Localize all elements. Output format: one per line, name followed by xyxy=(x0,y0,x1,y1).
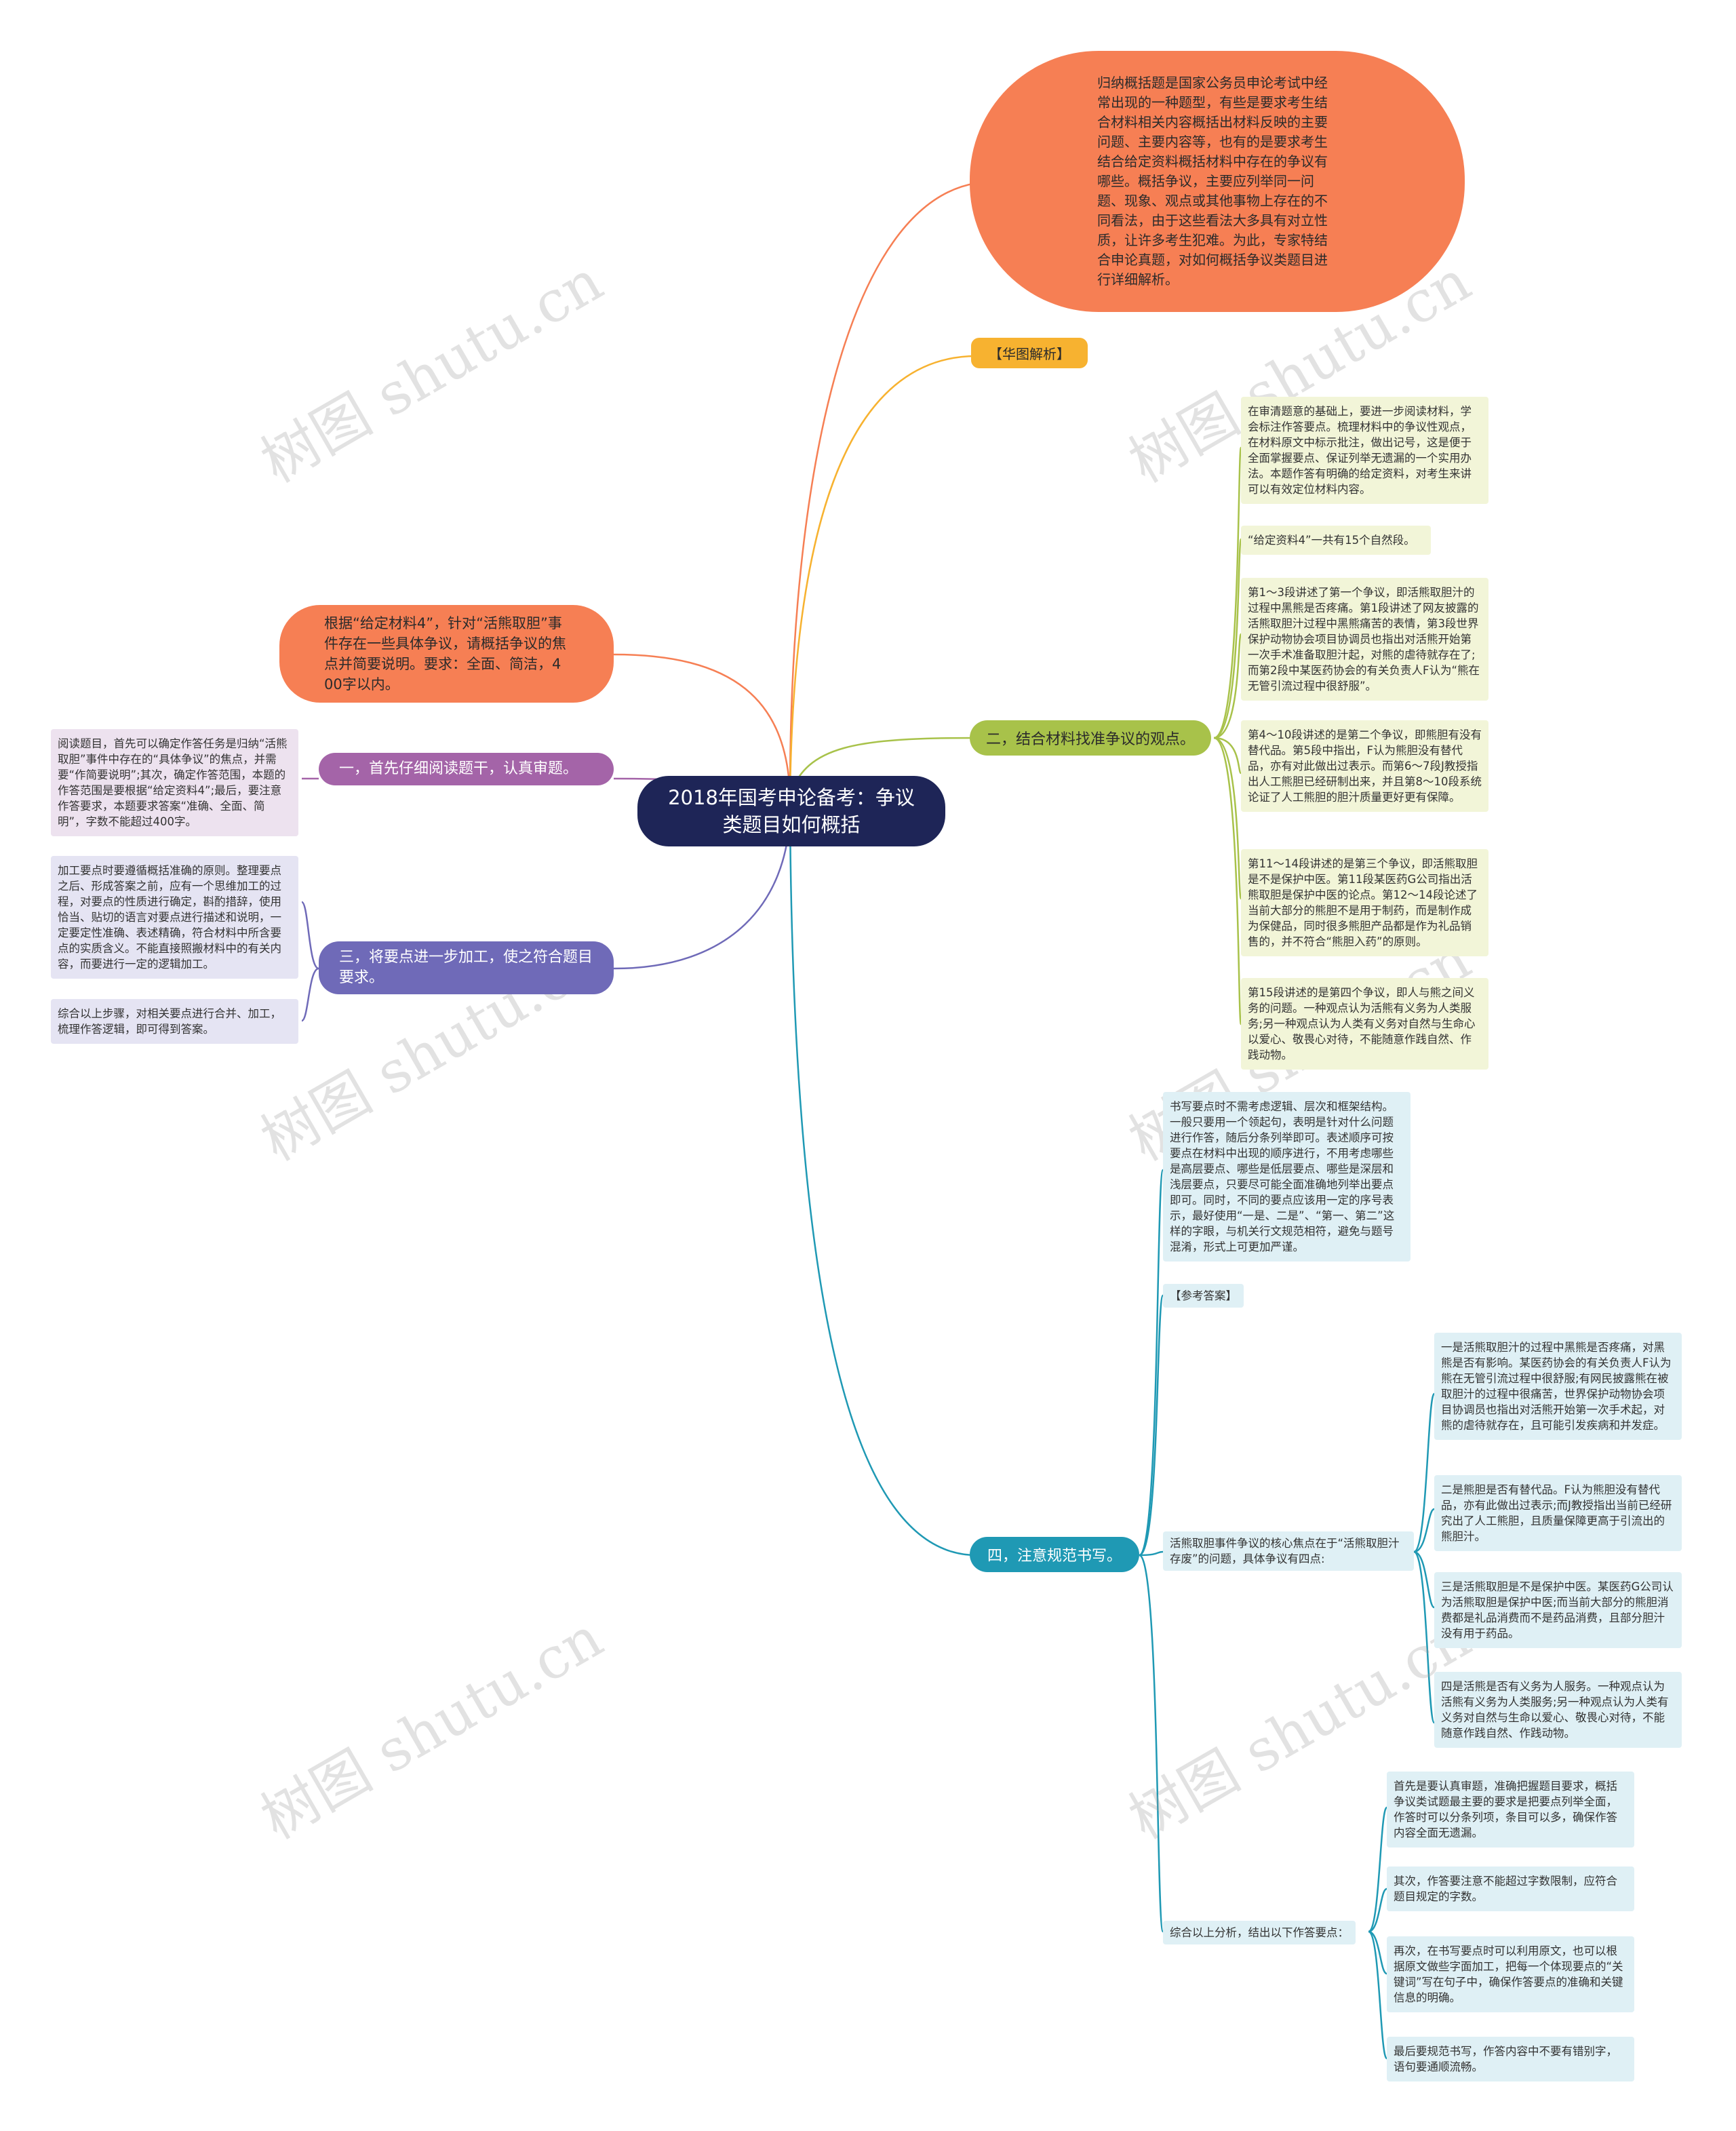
root-topic[interactable]: 2018年国考申论备考：争议类题目如何概括 xyxy=(637,776,945,846)
step3-leaf[interactable]: 加工要点时要遵循概括准确的原则。整理要点之后、形成答案之前，应有一个思维加工的过… xyxy=(51,856,298,979)
answer-point[interactable]: 二是熊胆是否有替代品。F认为熊胆没有替代品，亦有此做出过表示;而J教授指出当前已… xyxy=(1434,1475,1682,1551)
tip-item[interactable]: 首先是要认真审题，准确把握题目要求，概括争议类试题最主要的要求是把要点列举全面，… xyxy=(1387,1772,1634,1847)
reference-answer-label[interactable]: 【参考答案】 xyxy=(1163,1284,1244,1308)
answer-point[interactable]: 一是活熊取胆汁的过程中黑熊是否疼痛，对黑熊是否有影响。某医药协会的有关负责人F认… xyxy=(1434,1333,1682,1440)
question-node[interactable]: 根据“给定材料4”，针对“活熊取胆”事件存在一些具体争议，请概括争议的焦点并简要… xyxy=(279,605,614,703)
step2-leaf[interactable]: 第4～10段讲述的是第二个争议，即熊胆有没有替代品。第5段中指出，F认为熊胆没有… xyxy=(1241,720,1488,812)
core-focus-label[interactable]: 活熊取胆事件争议的核心焦点在于“活熊取胆汁存废”的问题，具体争议有四点: xyxy=(1163,1531,1414,1571)
link-intro xyxy=(789,182,977,796)
step2-leaf[interactable]: “给定资料4”一共有15个自然段。 xyxy=(1241,526,1431,555)
tip-item[interactable]: 最后要规范书写，作答内容中不要有错别字，语句要通顺流畅。 xyxy=(1387,2037,1634,2081)
link-step3 xyxy=(613,813,791,970)
link-question xyxy=(613,653,791,796)
step2-leaf[interactable]: 第1～3段讲述了第一个争议，即活熊取胆汁的过程中黑熊是否疼痛。第1段讲述了网友披… xyxy=(1241,578,1488,701)
step1-leaf[interactable]: 阅读题目，首先可以确定作答任务是归纳“活熊取胆”事件中存在的“具体争议”的焦点，… xyxy=(51,729,298,836)
step2-leaf[interactable]: 第15段讲述的是第四个争议，即人与熊之间义务的问题。一种观点认为活熊有义务为人类… xyxy=(1241,978,1488,1070)
writing-rule[interactable]: 书写要点时不需考虑逻辑、层次和框架结构。一般只要用一个领起句，表明是针对什么问题… xyxy=(1163,1092,1410,1262)
step4-topic[interactable]: 四，注意规范书写。 xyxy=(970,1537,1140,1572)
intro-text: 归纳概括题是国家公务员申论考试中经常出现的一种题型，有些是要求考生结合材料相关内… xyxy=(1097,75,1328,288)
answer-point[interactable]: 三是活熊取胆是不是保护中医。某医药G公司认为活熊取胆是保护中医;而当前大部分的熊… xyxy=(1434,1572,1682,1648)
summary-label[interactable]: 综合以上分析，结出以下作答要点： xyxy=(1163,1921,1356,1944)
step2-leaf[interactable]: 在审清题意的基础上，要进一步阅读材料，学会标注作答要点。梳理材料中的争议性观点，… xyxy=(1241,397,1488,504)
huatu-analysis-label[interactable]: 【华图解析】 xyxy=(971,338,1088,368)
step3-leaf[interactable]: 综合以上步骤，对相关要点进行合并、加工，梳理作答逻辑，即可得到答案。 xyxy=(51,999,298,1044)
intro-node[interactable]: 归纳概括题是国家公务员申论考试中经常出现的一种题型，有些是要求考生结合材料相关内… xyxy=(970,51,1465,312)
step3-topic[interactable]: 三，将要点进一步加工，使之符合题目要求。 xyxy=(319,941,614,994)
step2-topic[interactable]: 二，结合材料找准争议的观点。 xyxy=(970,720,1212,756)
tip-item[interactable]: 再次，在书写要点时可以利用原文，也可以根据原文做些字面加工，把每一个体现要点的“… xyxy=(1387,1936,1634,2012)
step1-topic[interactable]: 一，首先仔细阅读题干，认真审题。 xyxy=(319,753,614,785)
link-step4 xyxy=(789,813,977,1557)
link-huatu xyxy=(789,355,977,796)
answer-point[interactable]: 四是活熊是否有义务为人服务。一种观点认为活熊有义务为人类服务;另一种观点认为人类… xyxy=(1434,1672,1682,1748)
step2-leaf[interactable]: 第11～14段讲述的是第三个争议，即活熊取胆是不是保护中医。第11段某医药G公司… xyxy=(1241,849,1488,956)
tip-item[interactable]: 其次，作答要注意不能超过字数限制，应符合题目规定的字数。 xyxy=(1387,1866,1634,1911)
